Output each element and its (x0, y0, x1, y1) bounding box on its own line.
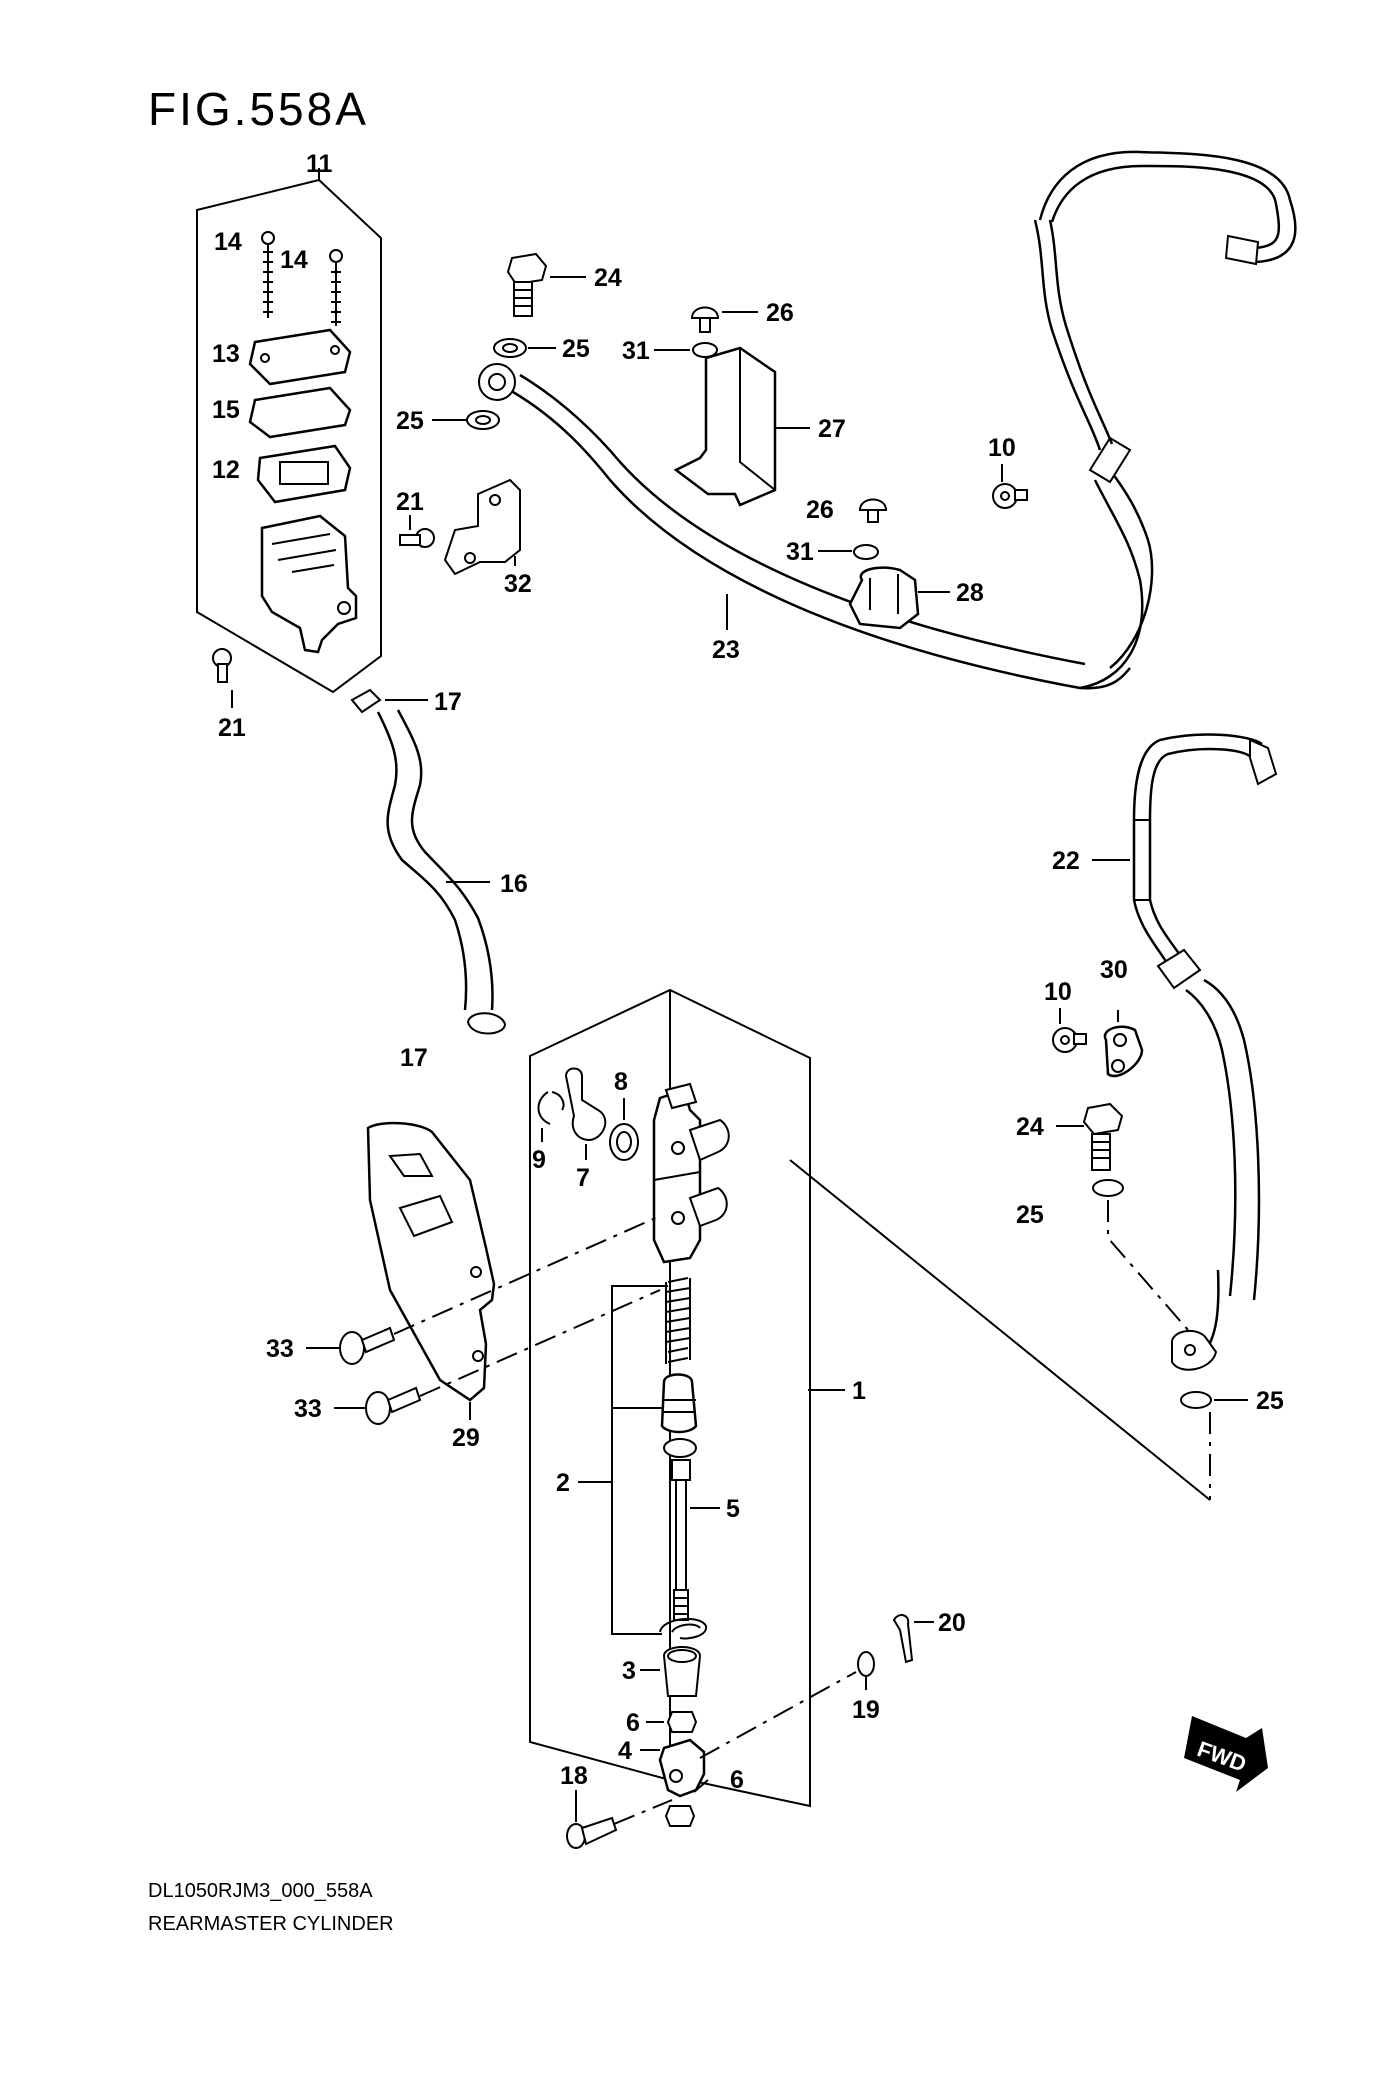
washer-25d (1180, 1391, 1212, 1409)
callout-17a: 17 (434, 688, 462, 716)
screw-part-26b (858, 498, 888, 523)
callout-21a: 21 (396, 488, 424, 516)
callout-9: 9 (532, 1146, 546, 1174)
brake-hose-22 (1132, 733, 1278, 1371)
screw-part-33a (339, 1326, 396, 1365)
banjo-bolt-24b (1082, 1102, 1124, 1171)
reservoir-plate (248, 386, 352, 439)
screw-part-33b (365, 1386, 422, 1425)
callout-14a: 14 (214, 228, 242, 256)
figure-name: REARMASTER CYLINDER (148, 1913, 394, 1935)
bracket-32 (443, 478, 521, 576)
screw-part-14b (329, 249, 343, 326)
callout-33b: 33 (294, 1395, 322, 1423)
cotter-pin-20 (892, 1614, 914, 1664)
hose-clamp-28 (848, 566, 920, 630)
callout-31b: 31 (786, 538, 814, 566)
hose-holder-27 (673, 346, 777, 507)
callout-18: 18 (560, 1762, 588, 1790)
clevis-pin-18 (566, 1816, 618, 1849)
bolt-part-10b (1052, 1027, 1087, 1053)
circlip-9 (537, 1091, 565, 1125)
callout-27: 27 (818, 415, 846, 443)
washer-31b (853, 544, 879, 560)
nut-6b (664, 1805, 696, 1827)
callout-11: 11 (306, 150, 333, 178)
washer-19 (857, 1651, 875, 1677)
figure-title: FIG.558A (148, 83, 369, 135)
circlip-lower (659, 1617, 708, 1640)
callout-25a: 25 (562, 335, 590, 363)
brake-hose-23 (478, 150, 1297, 690)
callout-14b: 14 (280, 246, 308, 274)
callout-19: 19 (852, 1696, 880, 1724)
banjo-bolt-24a (506, 252, 548, 317)
master-cylinder-group-outline (529, 988, 811, 1808)
figure-code: DL1050RJM3_000_558A (148, 1880, 373, 1902)
callout-3: 3 (622, 1657, 636, 1685)
callout-8: 8 (614, 1068, 628, 1096)
reservoir-diaphragm (256, 444, 352, 504)
washer-25a (493, 338, 527, 358)
callout-24b: 24 (1016, 1113, 1044, 1141)
callout-25d: 25 (1256, 1387, 1284, 1415)
callout-28: 28 (956, 579, 984, 607)
reservoir-hose (376, 711, 468, 1011)
callout-20: 20 (938, 1609, 966, 1637)
master-cylinder-body (652, 1082, 730, 1264)
callout-33a: 33 (266, 1335, 294, 1363)
clip-part-17a (350, 688, 382, 714)
callout-15: 15 (212, 396, 240, 424)
callout-25b: 25 (396, 407, 424, 435)
callout-4: 4 (618, 1737, 632, 1765)
bolt-part-21a (399, 528, 435, 548)
piston-cup (660, 1373, 698, 1434)
callout-32: 32 (504, 570, 532, 598)
spring-part (665, 1277, 691, 1364)
callout-17b: 17 (400, 1044, 428, 1072)
connector-7 (564, 1067, 607, 1142)
callout-23: 23 (712, 636, 740, 664)
clip-part-17b (466, 1012, 507, 1035)
callout-16: 16 (500, 870, 528, 898)
callout-25c: 25 (1016, 1201, 1044, 1229)
reservoir-body (260, 514, 358, 654)
callout-2: 2 (556, 1469, 570, 1497)
o-ring-8 (609, 1123, 639, 1161)
guard-plate-29 (366, 1121, 496, 1402)
boot-3 (662, 1646, 702, 1697)
bolt-part-21b (212, 648, 232, 683)
callout-5: 5 (726, 1495, 740, 1523)
screw-part-14a (261, 231, 275, 318)
callout-10b: 10 (1044, 978, 1072, 1006)
clevis-4 (658, 1738, 706, 1798)
washer-25b (466, 410, 500, 430)
push-rod-5 (671, 1459, 691, 1621)
bolt-part-10a (992, 483, 1028, 509)
screw-part-26a (690, 306, 720, 333)
callout-29: 29 (452, 1424, 480, 1452)
callout-26a: 26 (766, 299, 794, 327)
callout-10a: 10 (988, 434, 1016, 462)
callout-7: 7 (576, 1164, 590, 1192)
callout-24a: 24 (594, 264, 622, 292)
callout-31a: 31 (622, 337, 650, 365)
callout-6b: 6 (730, 1766, 744, 1794)
reservoir-cap (248, 328, 352, 386)
callout-13: 13 (212, 340, 240, 368)
callout-12: 12 (212, 456, 240, 484)
washer-25c (1092, 1179, 1124, 1197)
callout-30: 30 (1100, 956, 1128, 984)
callout-1: 1 (852, 1377, 866, 1405)
callout-22: 22 (1052, 847, 1080, 875)
callout-21b: 21 (218, 714, 246, 742)
callout-26b: 26 (806, 496, 834, 524)
callout-6a: 6 (626, 1709, 640, 1737)
nut-6a (666, 1711, 698, 1733)
forward-direction-badge: FWD (1184, 1716, 1268, 1792)
